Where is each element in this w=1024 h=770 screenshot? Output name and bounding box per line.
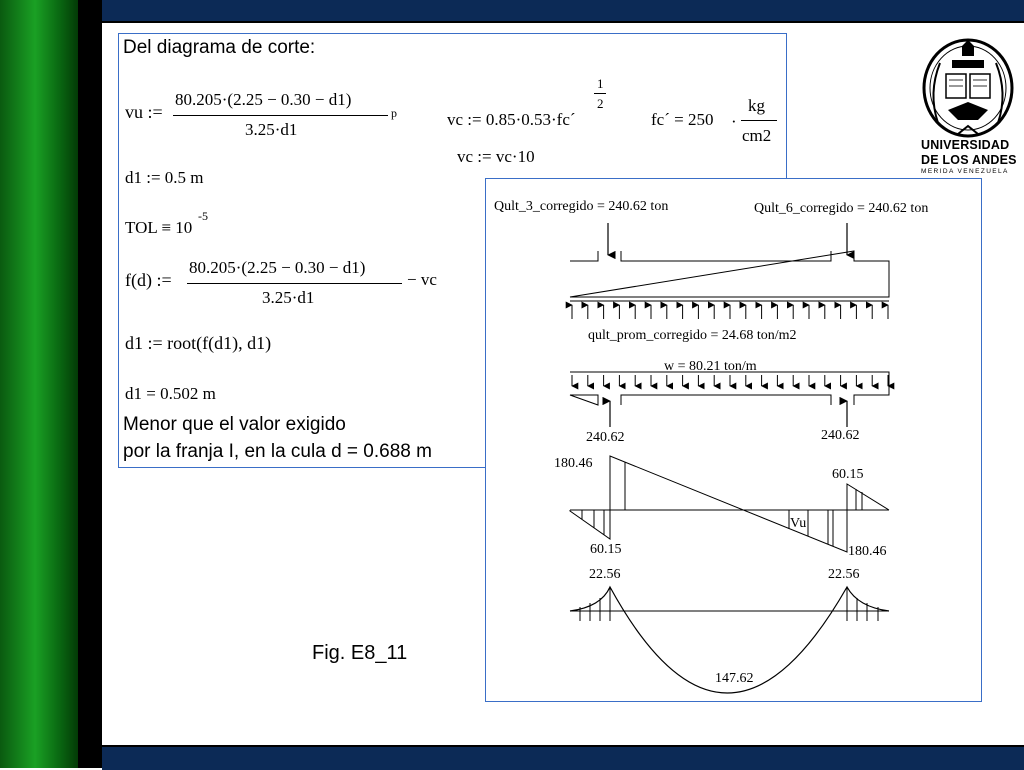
vc-exp-num: 1	[597, 76, 604, 91]
d1-initial: d1 := 0.5 m	[125, 168, 204, 187]
beam-diagram-svg: Qult_3_corregido = 240.62 ton Qult_6_cor…	[494, 199, 928, 694]
bottom-banner	[102, 745, 1024, 770]
tol-base: TOL ≡ 10	[125, 218, 193, 237]
shear-180-right: 180.46	[848, 544, 887, 559]
vc-exp-den: 2	[597, 96, 604, 111]
fd-tail: − vc	[407, 270, 437, 289]
d1-result: d1 = 0.502 m	[125, 384, 216, 403]
fc-unit-line	[741, 120, 777, 121]
shear-60-left: 60.15	[590, 542, 622, 557]
figure-caption: Fig. E8_11	[312, 642, 408, 664]
vu-numerator: 80.205·(2.25 − 0.30 − d1)	[175, 90, 352, 109]
top-banner	[102, 0, 1024, 23]
shear-vu-label: Vu	[790, 516, 806, 531]
moment-left-label: 22.56	[589, 567, 621, 582]
footing-outline	[569, 250, 890, 298]
fc-unit-dot: ·	[731, 112, 737, 131]
fd-numerator: 80.205·(2.25 − 0.30 − d1)	[189, 258, 366, 277]
note-line-2: por la franja I, en la cula d = 0.688 m	[123, 441, 432, 462]
vc-lhs: vc := 0.85·0.53·fc´	[447, 110, 576, 129]
moment-hatch	[579, 587, 879, 621]
logo-line-3: MERIDA VENEZUELA	[921, 168, 1009, 175]
vu-fraction-line	[173, 115, 388, 116]
vu-lhs: vu :=	[125, 102, 163, 122]
note-line-1: Menor que el valor exigido	[123, 414, 346, 435]
university-logo: UNIVERSIDAD DE LOS ANDES MERIDA VENEZUEL…	[918, 38, 1018, 183]
fc-lhs: fc´ = 250	[651, 110, 714, 129]
distributed-load-arrows	[571, 375, 895, 390]
fc-unit-den: cm2	[742, 126, 772, 145]
label-w: w = 80.21 ton/m	[664, 359, 757, 374]
reaction-right-label: 240.62	[821, 428, 860, 443]
logo-line-2: DE LOS ANDES	[921, 153, 1017, 167]
root-assignment: d1 := root(f(d1), d1)	[125, 333, 272, 353]
shear-180-left: 180.46	[554, 456, 593, 471]
moment-curve	[569, 585, 890, 694]
university-seal	[922, 38, 1014, 138]
left-green-bar	[0, 0, 78, 768]
fd-denominator: 3.25·d1	[262, 288, 315, 307]
shear-hatch	[581, 462, 863, 546]
moment-right-label: 22.56	[828, 567, 860, 582]
vu-tail: p	[391, 106, 397, 120]
reaction-left-label: 240.62	[586, 430, 625, 445]
diagram-box: Qult_3_corregido = 240.62 ton Qult_6_cor…	[485, 178, 982, 702]
vu-denominator: 3.25·d1	[245, 120, 298, 139]
logo-line-1: UNIVERSIDAD	[921, 138, 1010, 152]
shear-60-right: 60.15	[832, 467, 864, 482]
vc-exp-line	[594, 93, 606, 94]
vc-times-10: vc := vc·10	[457, 147, 535, 166]
soil-pressure-arrows	[565, 301, 889, 319]
fd-lhs: f(d) :=	[125, 270, 172, 290]
left-black-bar	[78, 0, 102, 768]
fd-fraction-line	[187, 283, 402, 284]
worksheet-heading: Del diagrama de corte:	[123, 37, 316, 58]
label-qprom: qult_prom_corregido = 24.68 ton/m2	[588, 328, 797, 343]
fc-unit-num: kg	[748, 96, 765, 115]
shear-curve	[569, 455, 890, 553]
moment-mid-label: 147.62	[715, 671, 754, 686]
label-q6: Qult_6_corregido = 240.62 ton	[754, 201, 928, 216]
label-q3: Qult_3_corregido = 240.62 ton	[494, 199, 668, 214]
beam-outline	[569, 371, 890, 406]
tol-exponent: -5	[198, 209, 208, 223]
